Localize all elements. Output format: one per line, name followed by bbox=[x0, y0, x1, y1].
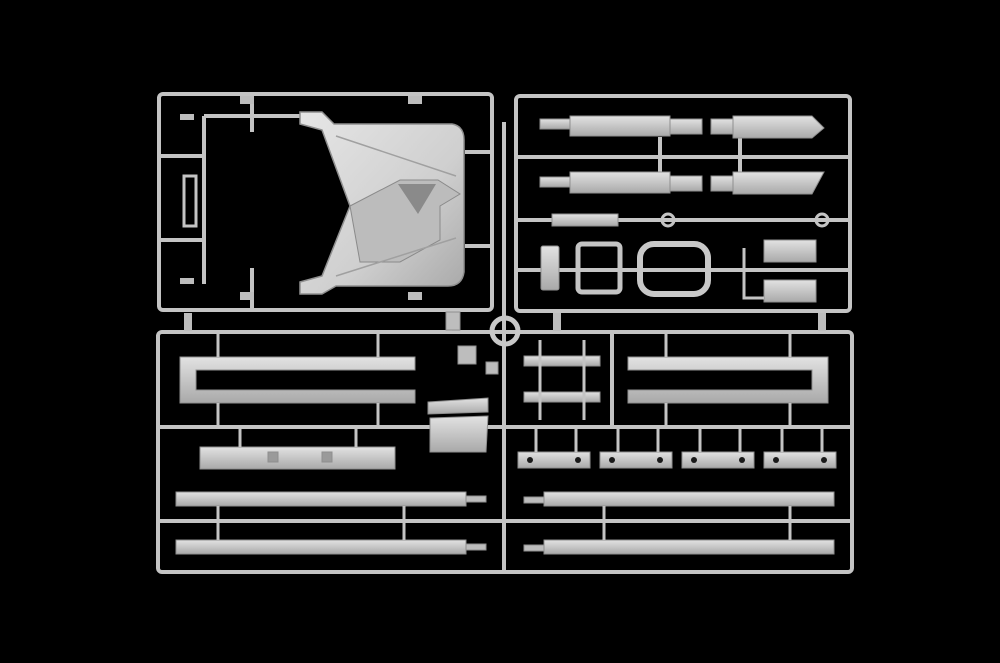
runner-stubs bbox=[216, 334, 824, 540]
long-rod-right-lower bbox=[523, 539, 835, 555]
wedge-part bbox=[427, 397, 489, 453]
long-rod-left-upper bbox=[175, 491, 487, 507]
crossmember-part bbox=[199, 446, 396, 470]
long-rod-left-lower bbox=[175, 539, 487, 555]
axle-rod-part bbox=[551, 212, 830, 228]
step-parts bbox=[539, 115, 825, 195]
center-link-parts bbox=[523, 340, 601, 420]
frame-rail-right bbox=[627, 356, 829, 404]
sprue-ring bbox=[489, 315, 521, 347]
hood-part bbox=[299, 111, 465, 295]
frame-rail-left bbox=[179, 356, 416, 404]
small-bracket-parts bbox=[540, 239, 817, 303]
sprue-frame bbox=[156, 92, 854, 574]
long-rod-right-upper bbox=[523, 491, 835, 507]
mounting-bracket-holes bbox=[527, 457, 827, 463]
mounting-bracket-parts bbox=[517, 451, 837, 469]
bracket-part bbox=[182, 174, 198, 228]
tiny-parts bbox=[445, 311, 499, 375]
